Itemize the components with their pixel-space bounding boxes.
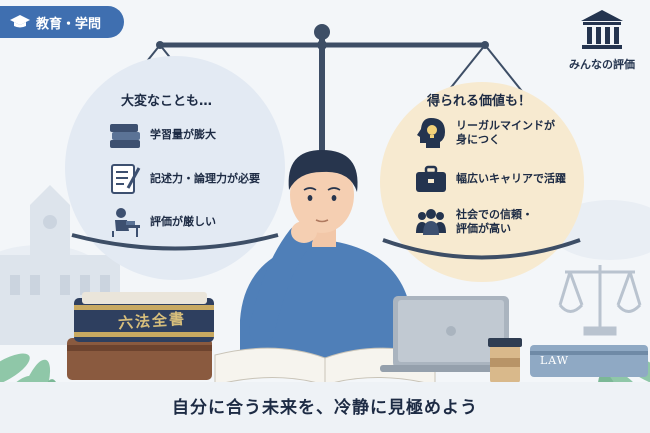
category-tag[interactable]: 教育・学問 [0,6,124,38]
writing-icon [108,162,142,196]
courthouse-icon [581,10,623,49]
right-item-career: 幅広いキャリアで活躍 [414,162,566,196]
brand-logo: みんなの評価 [557,8,647,80]
caption: 自分に合う未来を、冷静に見極めよう [172,398,478,418]
briefcase-icon [414,162,448,196]
brand-label: みんなの評価 [569,58,635,71]
law-books-stack [67,292,214,380]
law-book-label: LAW [540,354,570,367]
small-scales [558,265,642,336]
law-book [530,345,648,377]
coffee-cup [488,338,522,383]
thinking-person [240,150,412,365]
right-item-line: リーガルマインドが [456,119,555,132]
left-item-study-volume: 学習量が膨大 [108,118,216,152]
left-item-label: 評価が厳しい [150,215,216,228]
right-item-social-trust: 社会での信頼・ 評価が高い [414,205,533,239]
studying-person-icon [108,205,142,239]
books-icon [108,118,142,152]
category-tag-label: 教育・学問 [36,16,102,32]
right-item-legal-mind: リーガルマインドが 身につく [414,116,555,150]
right-item-line: 評価が高い [456,222,511,235]
right-item-line: 社会での信頼・ [456,208,533,221]
lightbulb-head-icon [414,116,448,150]
graduation-cap-icon [10,15,30,28]
right-panel-title: 得られる価値も！ [427,94,532,109]
right-item-line: 幅広いキャリアで活躍 [456,172,566,185]
people-icon [414,205,448,239]
left-item-writing-skill: 記述力・論理力が必要 [108,162,260,196]
left-item-label: 学習量が膨大 [150,128,216,141]
right-item-line: 身につく [456,133,500,146]
left-item-label: 記述力・論理力が必要 [150,172,260,185]
laptop [380,296,520,372]
left-item-strict-grading: 評価が厳しい [108,205,216,239]
left-panel-title: 大変なことも… [121,94,213,109]
